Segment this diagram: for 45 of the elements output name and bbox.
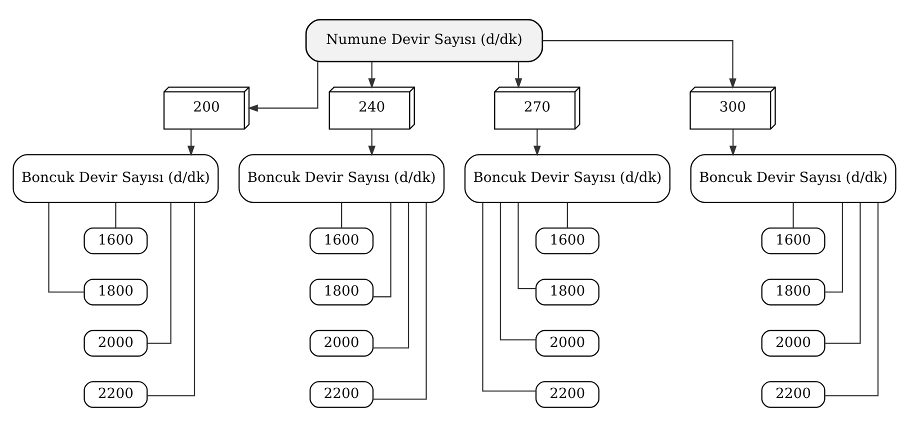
node-box: Numune Devir Sayısı (d/dk) bbox=[305, 18, 544, 62]
connector bbox=[373, 202, 427, 400]
arrow bbox=[514, 61, 522, 88]
connector bbox=[824, 202, 879, 396]
connector bbox=[482, 202, 536, 392]
node-box: 1600 bbox=[84, 226, 148, 254]
arrow bbox=[247, 61, 318, 112]
node-box: 2000 bbox=[84, 329, 148, 356]
connector bbox=[825, 202, 844, 292]
node-box: 1600 bbox=[310, 226, 374, 254]
node-box: 1800 bbox=[761, 278, 826, 305]
connector bbox=[340, 202, 342, 228]
node-box: 2200 bbox=[84, 380, 148, 408]
node-box: 2200 bbox=[761, 380, 826, 408]
node-box: 2200 bbox=[310, 380, 374, 408]
node-box: 1600 bbox=[761, 226, 826, 254]
arrow bbox=[368, 128, 376, 156]
connector bbox=[792, 202, 794, 228]
node-box: 1600 bbox=[535, 226, 600, 254]
arrow bbox=[187, 128, 195, 156]
node-box: 2000 bbox=[761, 329, 826, 356]
connector bbox=[518, 202, 536, 289]
connector bbox=[566, 202, 568, 228]
node-box: 2200 bbox=[535, 380, 600, 408]
arrow bbox=[533, 128, 541, 156]
connector bbox=[500, 202, 536, 340]
node-box: 2000 bbox=[535, 329, 600, 356]
node-box: 2000 bbox=[310, 329, 374, 356]
arrow bbox=[368, 61, 376, 88]
connector bbox=[374, 202, 392, 297]
connector bbox=[147, 202, 196, 396]
arrow bbox=[729, 128, 737, 156]
node-box: 1800 bbox=[310, 278, 374, 305]
arrow bbox=[542, 40, 736, 88]
connector bbox=[147, 202, 172, 344]
node-box: Boncuk Devir Sayısı (d/dk) bbox=[238, 154, 445, 203]
node-box: 1800 bbox=[535, 278, 600, 305]
connector bbox=[373, 202, 410, 348]
connector bbox=[48, 202, 84, 292]
connector bbox=[824, 202, 861, 344]
node-box: Boncuk Devir Sayısı (d/dk) bbox=[690, 154, 896, 203]
node-box: Boncuk Devir Sayısı (d/dk) bbox=[12, 154, 219, 203]
connector bbox=[115, 202, 116, 228]
node-box: 1800 bbox=[84, 278, 148, 305]
node-box: Boncuk Devir Sayısı (d/dk) bbox=[464, 154, 670, 203]
